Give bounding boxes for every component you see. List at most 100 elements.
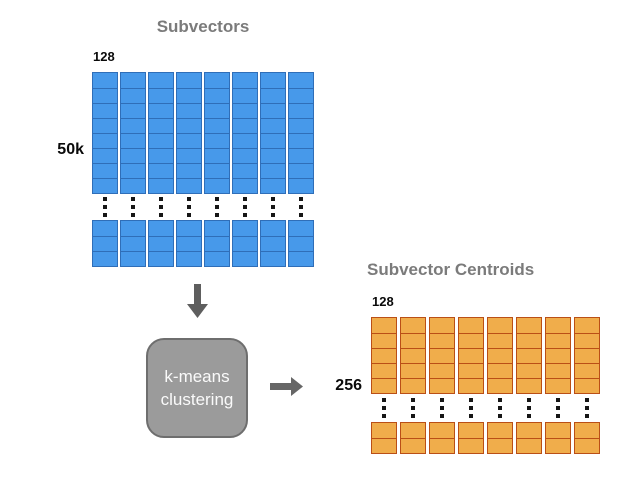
cell-block: [120, 220, 146, 267]
ellipsis-dots: [545, 394, 571, 422]
matrix-cell: [488, 363, 512, 378]
cell-block: [148, 72, 174, 194]
matrix-cell: [121, 88, 145, 103]
matrix-cell: [121, 73, 145, 88]
matrix-cell: [261, 133, 285, 148]
matrix-cell: [93, 221, 117, 236]
right-arrow-icon: [270, 377, 303, 396]
matrix-cell: [233, 178, 257, 193]
matrix-cell: [289, 73, 313, 88]
grid-column: [371, 317, 397, 454]
matrix-cell: [205, 73, 229, 88]
cell-block: [176, 72, 202, 194]
matrix-cell: [121, 163, 145, 178]
ellipsis-dots: [260, 194, 286, 220]
dot: [103, 205, 107, 209]
matrix-cell: [401, 378, 425, 393]
matrix-cell: [93, 178, 117, 193]
matrix-cell: [575, 363, 599, 378]
cell-block: [400, 422, 426, 454]
matrix-cell: [205, 236, 229, 251]
ellipsis-dots: [288, 194, 314, 220]
matrix-cell: [459, 423, 483, 438]
matrix-cell: [289, 221, 313, 236]
dot: [469, 406, 473, 410]
matrix-cell: [149, 148, 173, 163]
ellipsis-dots: [232, 194, 258, 220]
matrix-cell: [488, 333, 512, 348]
matrix-cell: [401, 363, 425, 378]
grid-column: [458, 317, 484, 454]
matrix-cell: [261, 103, 285, 118]
matrix-cell: [261, 88, 285, 103]
matrix-cell: [93, 118, 117, 133]
matrix-cell: [517, 378, 541, 393]
dot: [382, 414, 386, 418]
ellipsis-dots: [371, 394, 397, 422]
matrix-cell: [517, 318, 541, 333]
matrix-cell: [289, 178, 313, 193]
matrix-cell: [289, 251, 313, 266]
matrix-cell: [575, 438, 599, 453]
dot: [271, 205, 275, 209]
kmeans-label-line2: clustering: [160, 390, 234, 409]
matrix-cell: [121, 103, 145, 118]
dot: [159, 205, 163, 209]
matrix-cell: [488, 423, 512, 438]
dot: [556, 414, 560, 418]
matrix-cell: [459, 378, 483, 393]
grid-column: [260, 72, 286, 267]
matrix-cell: [261, 221, 285, 236]
dot: [271, 197, 275, 201]
matrix-cell: [575, 348, 599, 363]
dot: [469, 398, 473, 402]
matrix-cell: [372, 318, 396, 333]
matrix-cell: [233, 118, 257, 133]
ellipsis-dots: [429, 394, 455, 422]
ellipsis-dots: [92, 194, 118, 220]
matrix-cell: [546, 438, 570, 453]
matrix-cell: [261, 236, 285, 251]
matrix-cell: [121, 251, 145, 266]
dot: [498, 398, 502, 402]
matrix-cell: [205, 118, 229, 133]
centroids-title: Subvector Centroids: [367, 260, 535, 279]
ellipsis-dots: [574, 394, 600, 422]
dot: [187, 205, 191, 209]
kmeans-clustering-box: k-means clustering: [146, 338, 248, 438]
matrix-cell: [93, 163, 117, 178]
matrix-cell: [177, 103, 201, 118]
dot: [159, 213, 163, 217]
matrix-cell: [149, 221, 173, 236]
grid-column: [92, 72, 118, 267]
dot: [215, 213, 219, 217]
matrix-cell: [93, 251, 117, 266]
matrix-cell: [546, 333, 570, 348]
matrix-cell: [233, 221, 257, 236]
matrix-cell: [459, 348, 483, 363]
matrix-cell: [289, 118, 313, 133]
matrix-cell: [517, 438, 541, 453]
matrix-cell: [93, 148, 117, 163]
ellipsis-dots: [204, 194, 230, 220]
dot: [215, 205, 219, 209]
matrix-cell: [177, 73, 201, 88]
matrix-cell: [546, 363, 570, 378]
ellipsis-dots: [120, 194, 146, 220]
matrix-cell: [121, 148, 145, 163]
ellipsis-dots: [148, 194, 174, 220]
dot: [440, 406, 444, 410]
matrix-cell: [233, 73, 257, 88]
grid-column: [429, 317, 455, 454]
cell-block: [92, 72, 118, 194]
matrix-cell: [93, 88, 117, 103]
matrix-cell: [289, 133, 313, 148]
cell-block: [429, 422, 455, 454]
matrix-cell: [546, 318, 570, 333]
grid-column: [487, 317, 513, 454]
matrix-cell: [488, 438, 512, 453]
cell-block: [516, 422, 542, 454]
cell-block: [487, 317, 513, 394]
down-arrow-icon: [187, 284, 208, 318]
dot: [159, 197, 163, 201]
